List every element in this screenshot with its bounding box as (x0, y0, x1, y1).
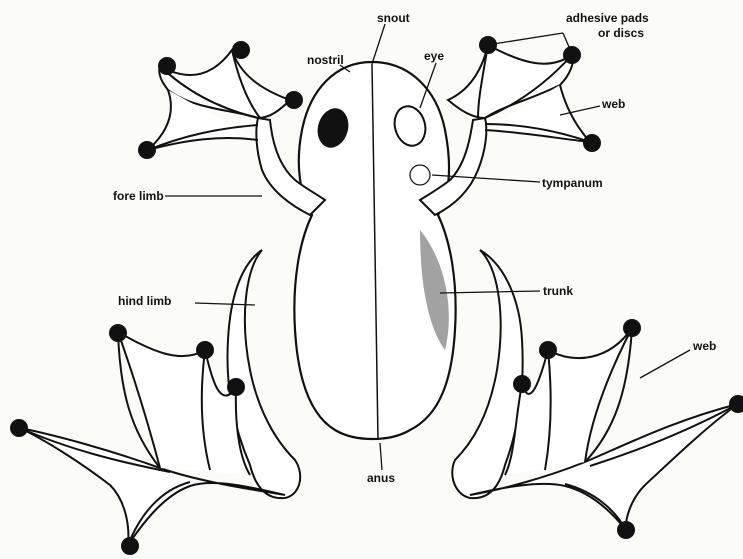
disc (563, 46, 581, 64)
label-or-discs: or discs (598, 26, 644, 40)
label-adhesive-pads: adhesive pads (566, 11, 649, 25)
disc (285, 91, 303, 109)
disc (10, 419, 28, 437)
label-hind-limb: hind limb (118, 294, 171, 308)
label-tympanum: tympanum (542, 176, 603, 190)
disc (232, 41, 250, 59)
disc (196, 341, 214, 359)
label-web-upper: web (601, 97, 625, 111)
label-web-lower: web (692, 339, 716, 353)
disc (158, 57, 176, 75)
left-fore-limb (148, 50, 325, 215)
label-nostril: nostril (307, 53, 344, 67)
label-snout: snout (377, 11, 410, 25)
disc (227, 378, 245, 396)
disc (121, 537, 139, 555)
disc (109, 324, 127, 342)
label-fore-limb: fore limb (113, 189, 164, 203)
label-trunk: trunk (543, 284, 573, 298)
label-eye: eye (424, 49, 444, 63)
disc (138, 141, 156, 159)
disc (623, 319, 641, 337)
disc (617, 521, 635, 539)
disc (513, 375, 531, 393)
disc (539, 341, 557, 359)
disc (583, 134, 601, 152)
label-anus: anus (367, 471, 395, 485)
